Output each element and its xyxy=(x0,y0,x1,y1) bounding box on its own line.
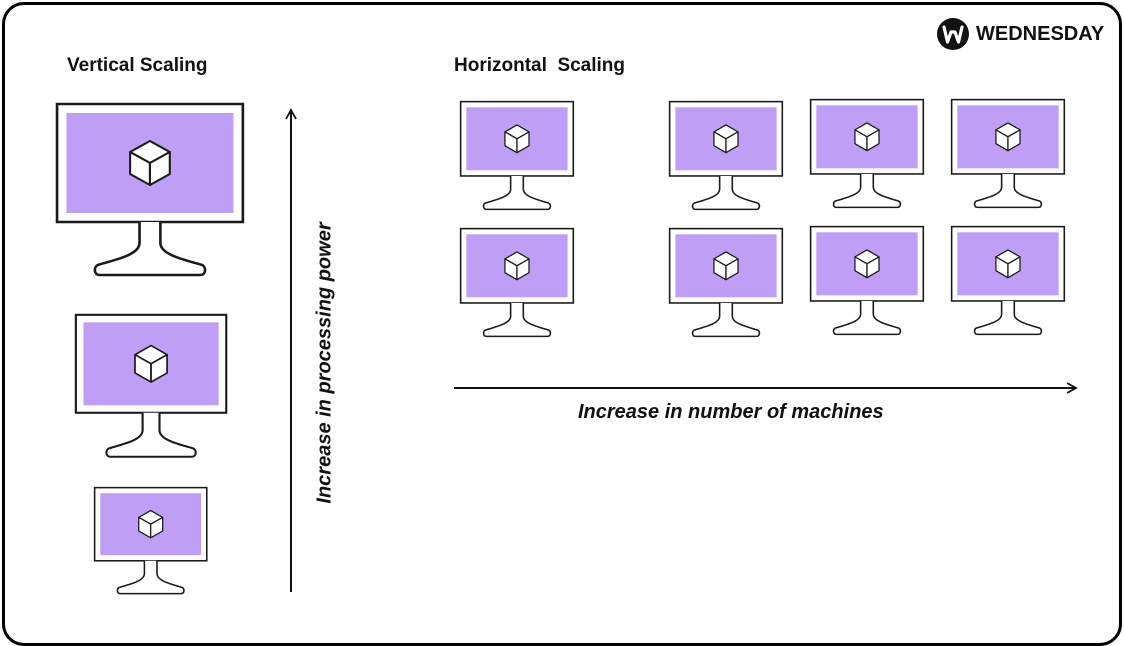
vertical-monitor-large xyxy=(57,104,243,275)
horizontal-monitor xyxy=(952,227,1065,335)
horizontal-axis-label: Increase in number of machines xyxy=(578,401,884,423)
vertical-monitor-medium xyxy=(76,315,226,457)
horizontal-monitor xyxy=(461,229,574,337)
horizontal-monitor xyxy=(670,102,783,210)
brand-name: WEDNESDAY xyxy=(976,22,1105,45)
wednesday-logo-icon xyxy=(937,18,969,50)
horizontal-scaling-title: Horizontal Scaling xyxy=(454,55,626,76)
vertical-monitor-small xyxy=(95,488,207,594)
horizontal-monitor xyxy=(811,227,924,335)
horizontal-monitor xyxy=(670,229,783,337)
horizontal-monitor xyxy=(461,102,574,210)
horizontal-monitor xyxy=(952,100,1065,208)
horizontal-monitor xyxy=(811,100,924,208)
brand-logo: WEDNESDAY xyxy=(936,17,1104,51)
vertical-axis-label: Increase in processing power xyxy=(313,222,336,504)
vertical-scaling-title: Vertical Scaling xyxy=(67,55,208,76)
